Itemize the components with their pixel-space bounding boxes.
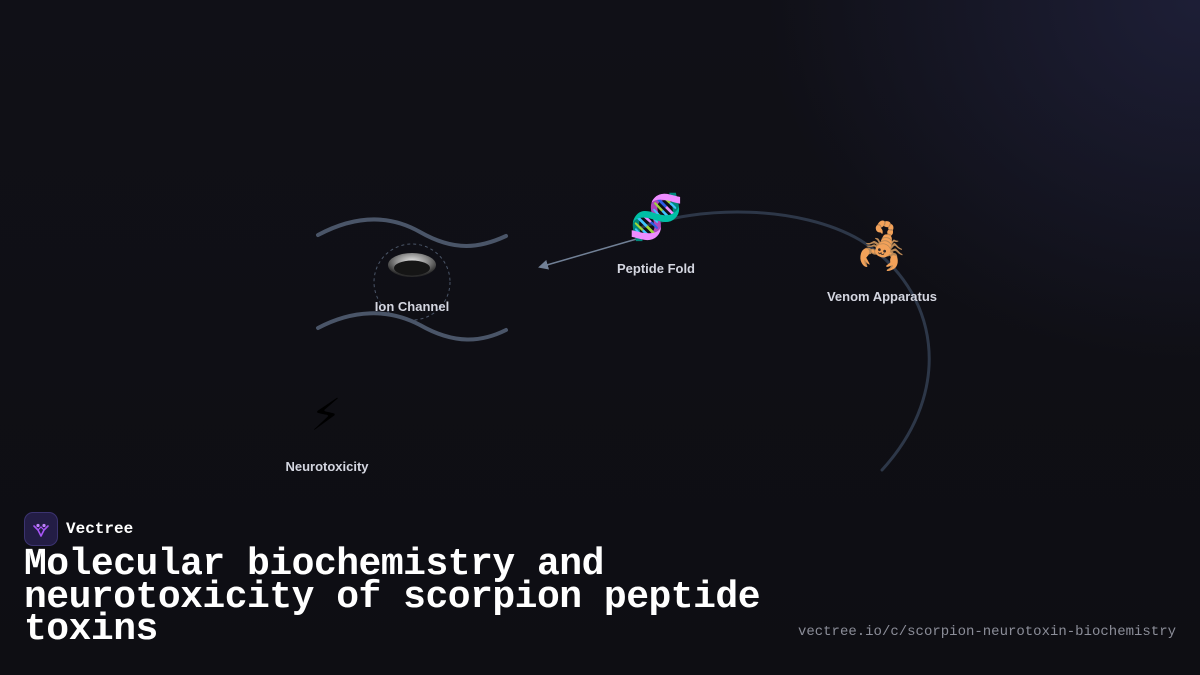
lightning-icon: ⚡ — [310, 391, 342, 440]
brand-name: Vectree — [66, 520, 134, 538]
venom-arc-connector — [638, 210, 931, 472]
scorpion-icon: 🦂 — [854, 222, 910, 271]
ion-channel-ring — [373, 243, 451, 321]
peptide-to-channel-arrow — [538, 237, 641, 270]
brand: Vectree — [24, 512, 133, 546]
source-url: vectree.io/c/scorpion-neurotoxin-biochem… — [797, 624, 1176, 640]
dna-icon: 🧬 — [628, 193, 684, 242]
neurotoxicity-label: Neurotoxicity — [285, 459, 369, 474]
peptide-fold-label: Peptide Fold — [617, 261, 695, 276]
vectree-logo-icon — [24, 512, 58, 546]
page-title: Molecular biochemistry and neurotoxicity… — [24, 543, 761, 651]
ion-channel-pore-icon — [388, 253, 436, 277]
venom-apparatus-label: Venom Apparatus — [826, 289, 938, 304]
membrane-wave-top — [316, 217, 508, 248]
ion-channel-label: Ion Channel — [374, 299, 450, 314]
membrane-wave-bottom — [316, 311, 508, 342]
